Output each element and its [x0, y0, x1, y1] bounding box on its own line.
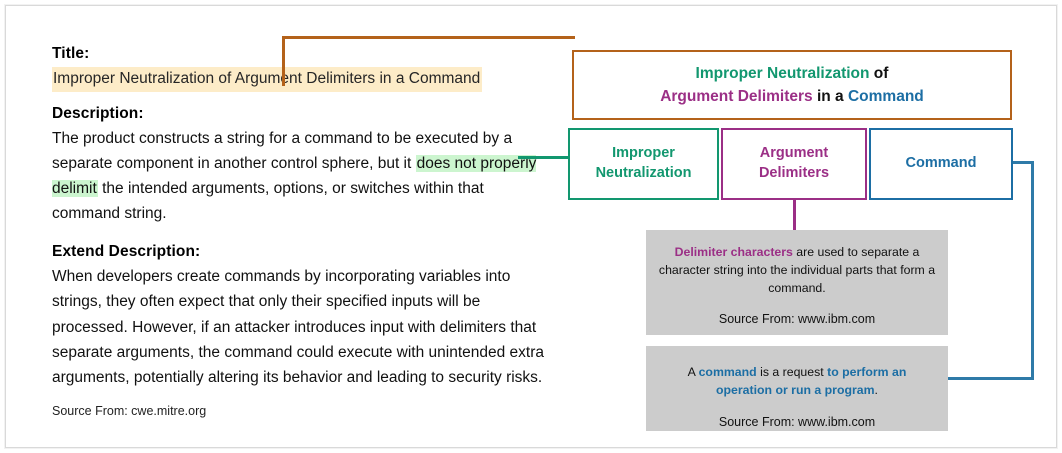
title-box: Improper Neutralization of Argument Deli…	[572, 50, 1012, 120]
node-line-1: Improper	[612, 145, 675, 162]
description-part1: The product constructs a string for a co…	[52, 129, 513, 172]
node-argument-delimiters-label: Argument Delimiters	[759, 144, 829, 183]
info-box-2-keyword-perform: to perform an operation or run a program	[716, 365, 907, 397]
node-line-2: Delimiters	[758, 165, 830, 181]
title-seg-in-a: in a	[812, 88, 848, 105]
info-box-2-source: Source From: www.ibm.com	[718, 414, 876, 429]
extend-description-paragraph: When developers create commands by incor…	[52, 268, 544, 386]
node-line-1: Command	[905, 155, 977, 172]
info-box-1-text: Delimiter characters are used to separat…	[658, 244, 936, 297]
title-seg-improper-neutralization: Improper Neutralization	[695, 64, 870, 82]
spacer	[52, 92, 544, 104]
description-part2: the intended arguments, options, or swit…	[52, 179, 484, 223]
connector-green-horizontal	[518, 156, 570, 159]
info-box-1-rest: are used to separate a character string …	[658, 245, 936, 295]
connector-blue-horizontal-top	[1012, 161, 1034, 164]
connector-title-vertical	[282, 36, 285, 86]
info-box-2-mid: is a request	[756, 365, 828, 379]
description-paragraph: The product constructs a string for a co…	[52, 126, 544, 226]
title-seg-argument-delimiters: Argument Delimiters	[660, 88, 813, 105]
connector-title-horizontal	[282, 36, 575, 39]
info-box-2-pre: A	[687, 365, 699, 379]
spacer	[52, 226, 544, 242]
info-box-command: A command is a request to perform an ope…	[646, 346, 948, 431]
node-line-2: Neutralization	[595, 165, 692, 181]
title-seg-command: Command	[847, 88, 924, 105]
info-box-1-keyword: Delimiter characters	[674, 245, 793, 259]
connector-purple-vertical	[793, 199, 796, 231]
info-box-delimiter-characters: Delimiter characters are used to separat…	[646, 230, 948, 335]
left-text-column: Title: Improper Neutralization of Argume…	[52, 44, 544, 418]
node-improper-neutralization: Improper Neutralization	[568, 128, 719, 200]
extend-description-heading: Extend Description:	[52, 243, 201, 261]
info-box-2-post: .	[874, 382, 878, 397]
node-command-label: Command	[906, 154, 977, 174]
title-box-text: Improper Neutralization of Argument Deli…	[660, 62, 924, 109]
left-source-label: Source From: cwe.mitre.org	[52, 403, 207, 418]
title-seg-of: of	[869, 64, 889, 82]
info-box-2-text: A command is a request to perform an ope…	[658, 364, 936, 400]
node-line-1: Argument	[759, 145, 829, 162]
title-heading: Title:	[52, 45, 90, 62]
info-box-2-keyword-command: command	[698, 365, 757, 379]
node-command: Command	[869, 128, 1013, 200]
info-box-1-source: Source From: www.ibm.com	[718, 312, 876, 327]
connector-blue-vertical	[1031, 161, 1034, 380]
connector-blue-horizontal-bottom	[946, 377, 1034, 380]
node-improper-neutralization-label: Improper Neutralization	[596, 144, 692, 183]
node-argument-delimiters: Argument Delimiters	[721, 128, 867, 200]
description-heading: Description:	[52, 104, 144, 122]
cwe-title-text: Improper Neutralization of Argument Deli…	[52, 67, 483, 92]
